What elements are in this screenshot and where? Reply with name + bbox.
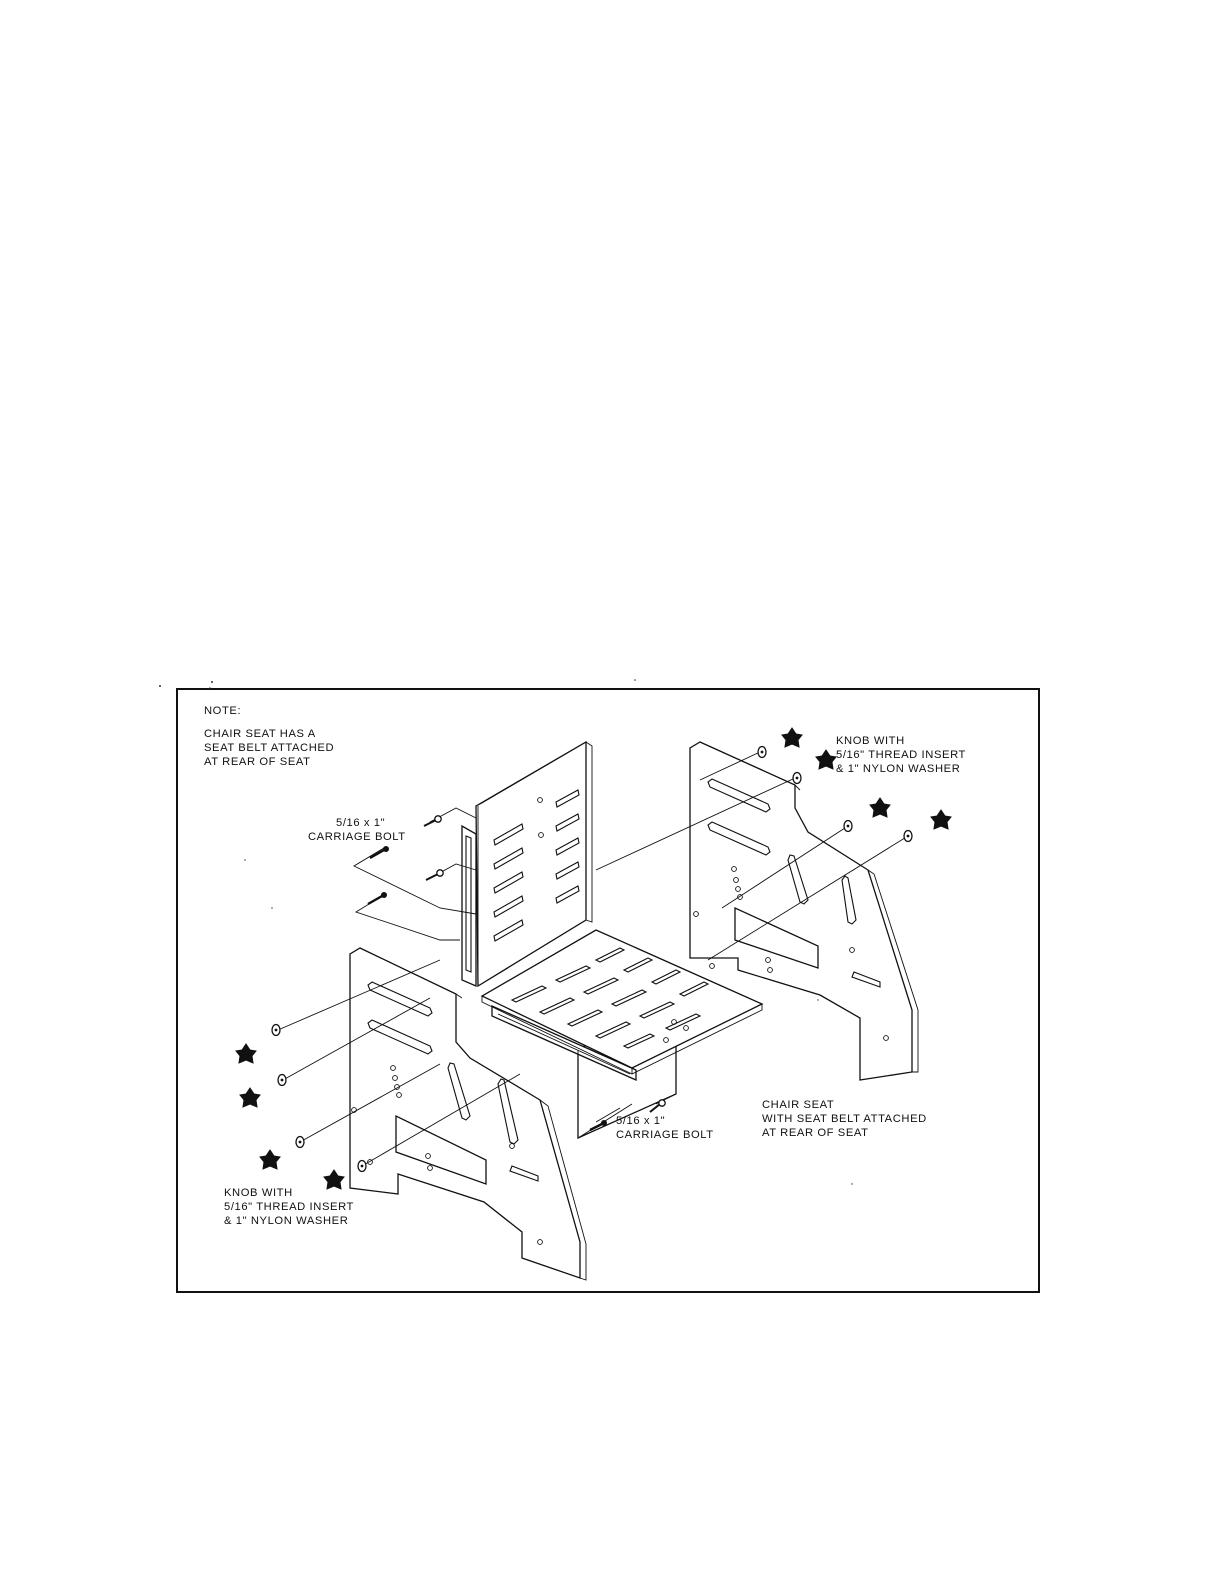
- callout-line: KNOB WITH: [224, 1187, 293, 1199]
- callout-line: 5/16" THREAD INSERT: [836, 749, 966, 761]
- knob-icon: [260, 1150, 280, 1169]
- note-line: AT REAR OF SEAT: [204, 756, 311, 768]
- seat-callout: CHAIR SEAT WITH SEAT BELT ATTACHED AT RE…: [762, 1099, 927, 1139]
- washer-icon: [272, 1025, 280, 1036]
- callout-line: 5/16 x 1": [616, 1115, 665, 1127]
- carriage-bolt-icon: [370, 846, 389, 858]
- bolt-callout-bottom: 5/16 x 1" CARRIAGE BOLT: [616, 1115, 714, 1141]
- callout-line: KNOB WITH: [836, 735, 905, 747]
- callout-line: 5/16 x 1": [336, 817, 385, 829]
- carriage-bolt-icon: [424, 816, 441, 826]
- knob-icon: [870, 798, 890, 817]
- note-line: NOTE:: [204, 705, 241, 717]
- callout-line: CARRIAGE BOLT: [308, 831, 406, 843]
- knob-icon: [324, 1170, 344, 1189]
- callout-line: AT REAR OF SEAT: [762, 1127, 869, 1139]
- callout-line: WITH SEAT BELT ATTACHED: [762, 1113, 927, 1125]
- knob-icon: [782, 728, 802, 747]
- washer-icon: [758, 747, 766, 758]
- knob-icon: [240, 1088, 260, 1107]
- callout-line: & 1" NYLON WASHER: [836, 763, 960, 775]
- carriage-bolt-icon: [426, 870, 443, 880]
- knob-callout-top: KNOB WITH 5/16" THREAD INSERT & 1" NYLON…: [836, 735, 966, 775]
- washer-icon: [904, 831, 912, 842]
- bolt-callout-top: 5/16 x 1" CARRIAGE BOLT: [308, 817, 406, 843]
- callout-line: CHAIR SEAT: [762, 1099, 834, 1111]
- washer-icon: [358, 1161, 366, 1172]
- washer-icon: [278, 1075, 286, 1086]
- carriage-bolt-icon: [368, 892, 387, 904]
- knob-icon: [816, 750, 836, 769]
- callout-line: CARRIAGE BOLT: [616, 1129, 714, 1141]
- knob-icon: [931, 810, 951, 829]
- washer-icon: [296, 1137, 304, 1148]
- callout-line: & 1" NYLON WASHER: [224, 1215, 348, 1227]
- callout-line: 5/16" THREAD INSERT: [224, 1201, 354, 1213]
- washer-icon: [844, 821, 852, 832]
- knob-icon: [236, 1044, 256, 1063]
- note-line: CHAIR SEAT HAS A: [204, 728, 316, 740]
- right-side-panel: [690, 742, 918, 1080]
- knob-callout-bottom: KNOB WITH 5/16" THREAD INSERT & 1" NYLON…: [224, 1187, 354, 1227]
- washer-icon: [793, 773, 801, 784]
- note-line: SEAT BELT ATTACHED: [204, 742, 334, 754]
- note-text: NOTE: CHAIR SEAT HAS A SEAT BELT ATTACHE…: [204, 705, 334, 768]
